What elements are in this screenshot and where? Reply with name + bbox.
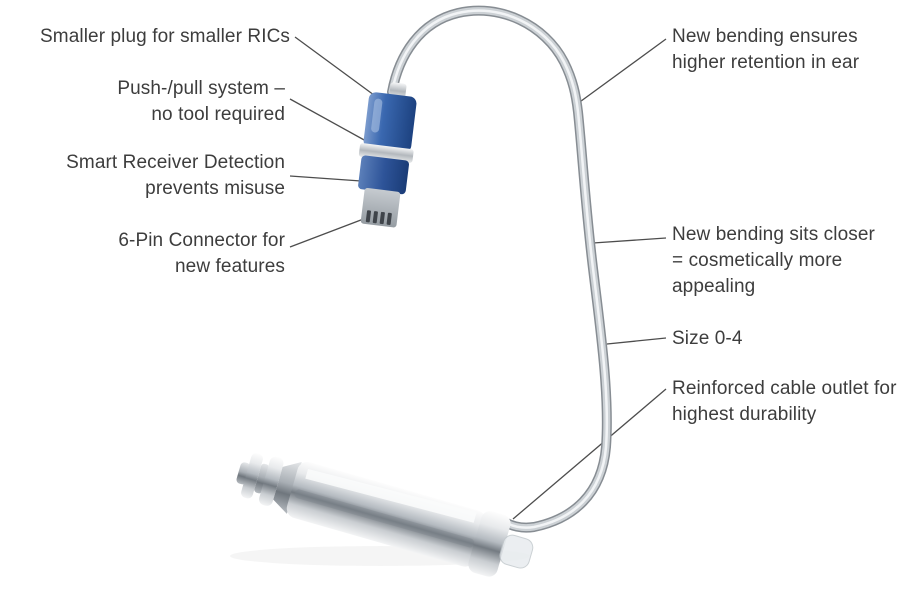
leader-line-6pin xyxy=(289,214,375,248)
cable-outlet-sleeve xyxy=(499,534,534,569)
label-smaller-plug: Smaller plug for smaller RICs xyxy=(40,26,290,47)
leader-line-smaller-plug xyxy=(294,36,379,99)
label-push-pull: Push-/pull system – no tool required xyxy=(117,78,285,125)
leader-line-bending-closer xyxy=(592,237,667,244)
leader-lines xyxy=(289,36,667,520)
receiver-nozzle-cap xyxy=(259,456,284,506)
blue-plug xyxy=(358,82,417,228)
leader-line-cable-outlet xyxy=(512,388,667,520)
label-bending-retention: New bending ensures higher retention in … xyxy=(672,26,860,73)
plug-highlight xyxy=(371,98,383,133)
plug-top-block xyxy=(363,92,417,153)
retention-wire xyxy=(387,5,612,533)
receiver-neck xyxy=(273,461,302,514)
receiver-nozzle-ring xyxy=(241,453,263,499)
leader-line-push-pull xyxy=(289,98,367,142)
plug-lower-block xyxy=(358,155,409,195)
receiver-body-facet xyxy=(305,468,477,523)
label-6pin-connector: 6-Pin Connector for new features xyxy=(118,230,285,277)
receiver-body xyxy=(286,461,486,567)
leader-line-size xyxy=(606,337,667,345)
leader-line-bending-retention xyxy=(576,38,667,105)
label-bending-closer: New bending sits closer = cosmetically m… xyxy=(672,224,875,297)
receiver-end-cap xyxy=(468,511,511,577)
label-cable-outlet: Reinforced cable outlet for highest dura… xyxy=(672,378,897,425)
receiver-nozzle-groove xyxy=(254,463,269,494)
leader-line-smart-detection xyxy=(289,175,362,182)
receiver-unit xyxy=(236,453,534,577)
label-smart-detection: Smart Receiver Detection prevents misuse xyxy=(66,152,285,199)
label-size: Size 0-4 xyxy=(672,328,743,349)
receiver-body-reflection xyxy=(294,489,475,548)
connector-pins xyxy=(365,210,392,225)
